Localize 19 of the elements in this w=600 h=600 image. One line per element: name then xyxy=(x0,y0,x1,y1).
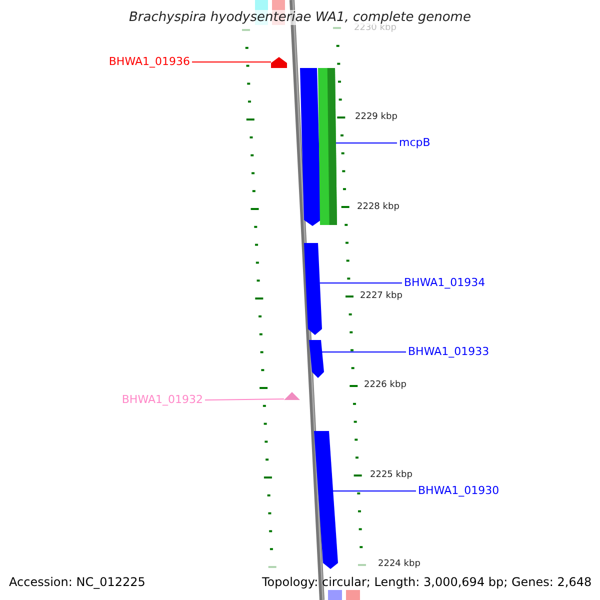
scale-label: 2226 kbp xyxy=(364,379,406,392)
leader-line xyxy=(319,282,402,284)
scale-label: 2224 kbp xyxy=(378,558,420,571)
scale-label: 2228 kbp xyxy=(357,201,400,214)
gene-label: mcpB xyxy=(399,136,430,150)
genome-info: Accession: NC_012225 xyxy=(9,575,146,589)
scale-label: 2227 kbp xyxy=(360,290,402,303)
gene-label: BHWA1_01930 xyxy=(418,484,500,498)
gene-label: BHWA1_01933 xyxy=(408,345,490,359)
scale-label: 2230 kbp xyxy=(354,23,396,35)
leader-line xyxy=(335,142,398,144)
gene-label: BHWA1_01936 xyxy=(108,55,190,69)
gene-label: BHWA1_01934 xyxy=(404,276,486,290)
scale-label: 2225 kbp xyxy=(370,469,412,482)
leader-line xyxy=(204,398,284,400)
genome-info: Topology: circular; Length: 3,000,694 bp; Genes: 2,648 xyxy=(262,575,592,589)
scale-label: 2229 kbp xyxy=(355,111,398,124)
gene-label: BHWA1_01932 xyxy=(122,393,203,407)
leader-line xyxy=(332,490,416,492)
